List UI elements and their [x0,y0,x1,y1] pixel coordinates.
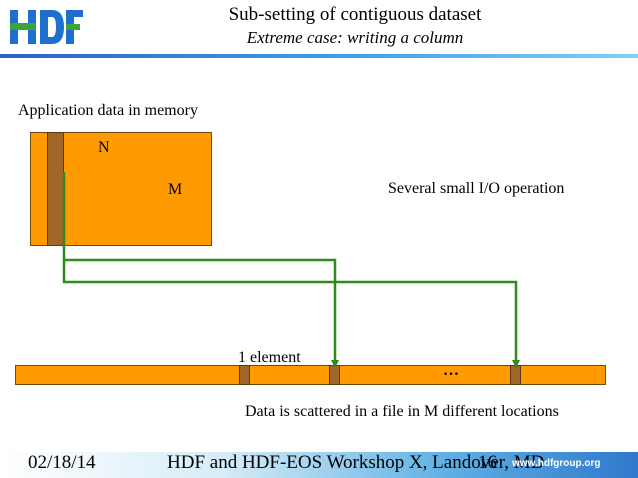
scatter-note: Data is scattered in a file in M differe… [245,403,559,420]
file-bar [15,365,606,385]
io-note: Several small I/O operation [388,180,565,197]
file-element-3 [510,365,521,385]
slide-title: Sub-setting of contiguous dataset [228,4,482,25]
slide-subtitle: Extreme case: writing a column [246,28,464,47]
footer-workshop: HDF and HDF-EOS Workshop X, Landover, MD [167,452,545,473]
footer-url: www.hdfgroup.org [512,458,601,469]
memory-label: Application data in memory [18,102,198,119]
file-element-1 [239,365,250,385]
ellipsis-label: … [443,362,459,379]
header-rule [0,54,638,58]
footer-date: 02/18/14 [28,452,96,473]
memory-column [47,132,64,246]
hdf-logo [10,10,83,44]
footer-page-number: 16 [478,452,497,473]
m-dimension-label: M [168,181,183,198]
n-dimension-label: N [98,139,110,156]
footer-bar [0,452,638,478]
file-element-2 [329,365,340,385]
